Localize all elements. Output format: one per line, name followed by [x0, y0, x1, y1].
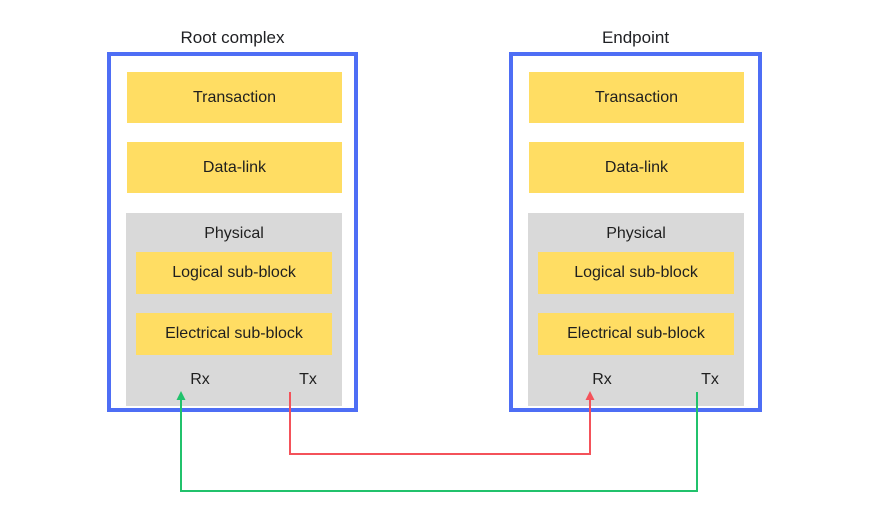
- endpoint-port-rx-label: Rx: [592, 371, 612, 388]
- root-complex-title: Root complex: [180, 28, 285, 47]
- endpoint-layer-physical: Physical Logical sub-block Electrical su…: [528, 213, 744, 406]
- endpoint-port-tx-label: Tx: [701, 371, 719, 388]
- device-endpoint: Transaction Data-link Physical Logical s…: [509, 52, 762, 412]
- root-electrical-sub-block: Electrical sub-block: [136, 313, 332, 355]
- root-physical-label: Physical: [204, 225, 264, 242]
- root-layer-transaction: Transaction: [127, 72, 342, 123]
- endpoint-layer-transaction: Transaction: [529, 72, 744, 123]
- endpoint-physical-label: Physical: [606, 225, 666, 242]
- root-port-rx-label: Rx: [190, 371, 210, 388]
- endpoint-electrical-sub-block: Electrical sub-block: [538, 313, 734, 355]
- endpoint-logical-sub-block: Logical sub-block: [538, 252, 734, 294]
- root-port-tx-label: Tx: [299, 371, 317, 388]
- device-root-complex: Transaction Data-link Physical Logical s…: [107, 52, 358, 412]
- root-layer-data-link: Data-link: [127, 142, 342, 193]
- root-logical-sub-block: Logical sub-block: [136, 252, 332, 294]
- endpoint-title: Endpoint: [601, 28, 670, 47]
- endpoint-layer-data-link: Data-link: [529, 142, 744, 193]
- root-layer-physical: Physical Logical sub-block Electrical su…: [126, 213, 342, 406]
